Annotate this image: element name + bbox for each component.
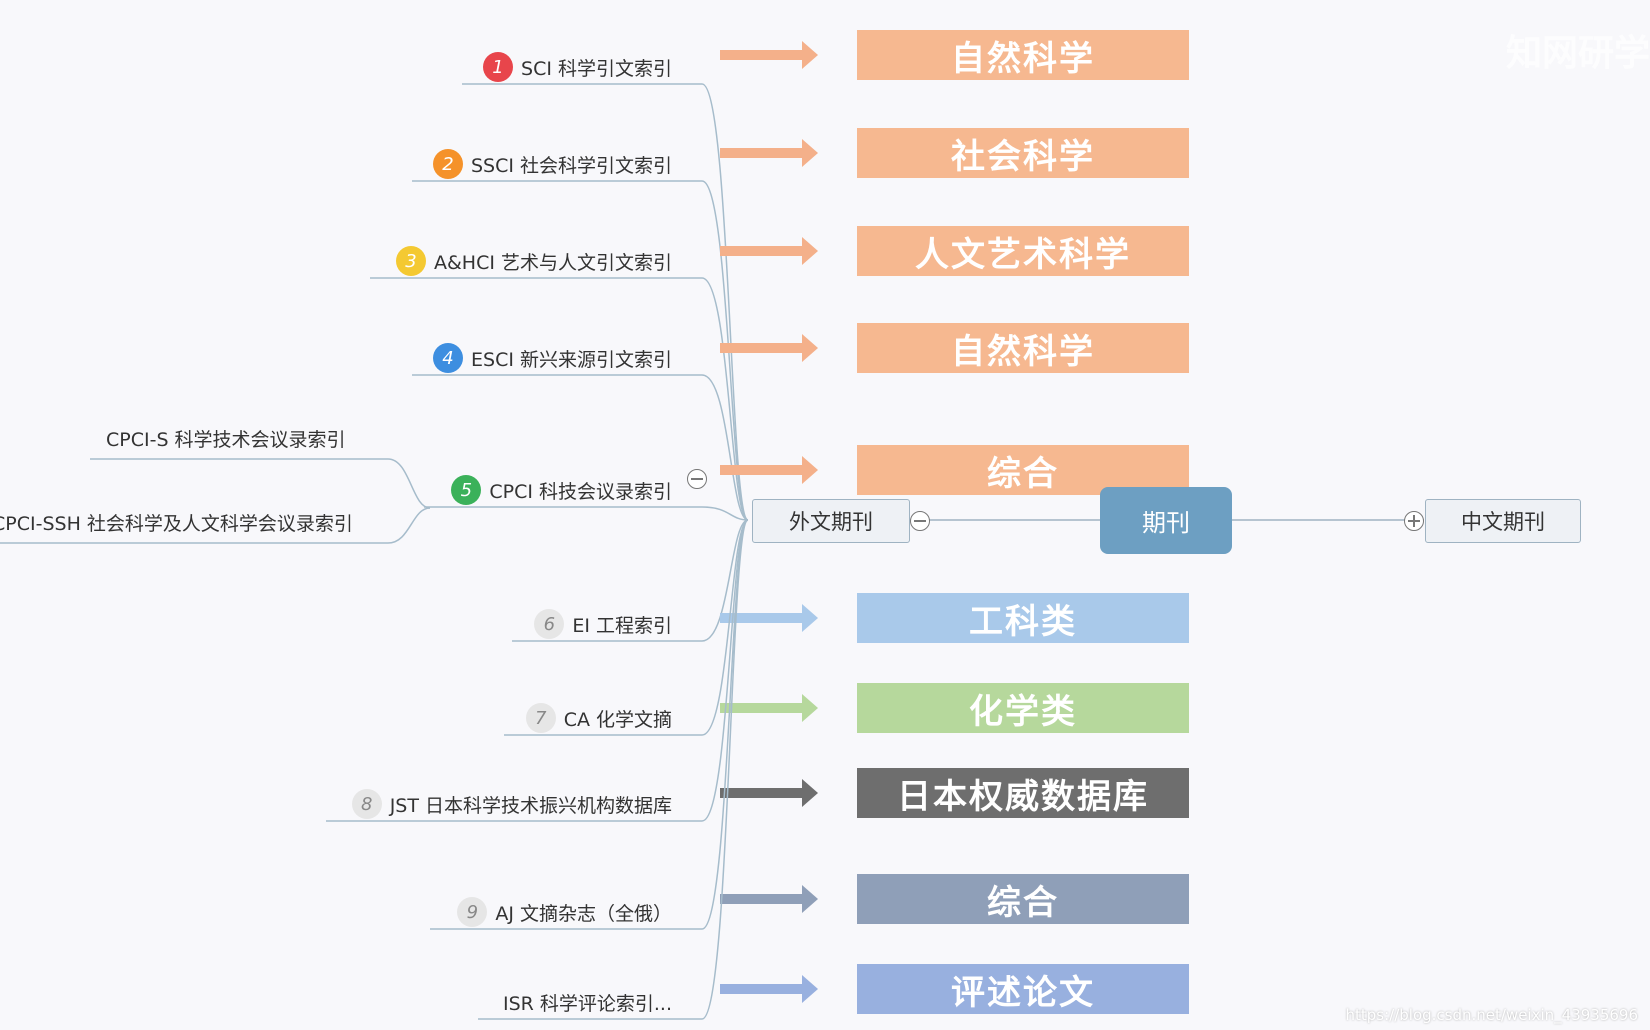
number-badge: 7	[525, 703, 556, 733]
number-badge: 6	[534, 609, 565, 639]
collapse-cpci-icon[interactable]	[687, 469, 707, 489]
branch-item-7[interactable]: 7 CA 化学文摘	[525, 702, 672, 734]
category-arrow	[720, 334, 818, 362]
branch-connector	[701, 519, 749, 822]
branch-label: JST 日本科学技术振兴机构数据库	[389, 794, 672, 817]
category-box: 综合	[857, 445, 1189, 495]
foreign-journals-node[interactable]: 外文期刊	[752, 499, 910, 543]
branch-label: CPCI 科技会议录索引	[489, 480, 672, 503]
category-box: 评述论文	[857, 964, 1189, 1014]
branch-label: EI 工程索引	[572, 614, 672, 637]
source-credit: https://blog.csdn.net/weixin_43935696	[1345, 1006, 1638, 1024]
branch-connector	[701, 506, 749, 521]
branch-label: AJ 文摘杂志（全俄）	[495, 902, 672, 925]
category-box: 综合	[857, 874, 1189, 924]
branch-item-10[interactable]: ISR 科学评论索引...	[503, 986, 672, 1018]
branch-item-1[interactable]: 1 SCI 科学引文索引	[483, 51, 672, 83]
number-badge: 9	[457, 897, 488, 927]
branch-connector	[701, 83, 749, 521]
branch-label: SCI 科学引文索引	[521, 57, 672, 80]
branch-connector	[701, 277, 749, 521]
category-arrow	[720, 139, 818, 167]
category-arrow	[720, 41, 818, 69]
branch-connector	[701, 519, 749, 642]
cpci-ssh-node[interactable]: CPCI-SSH 社会科学及人文科学会议录索引	[0, 513, 353, 535]
category-arrow	[720, 604, 818, 632]
category-arrow	[720, 237, 818, 265]
branch-connector	[701, 519, 749, 1020]
chinese-journals-node[interactable]: 中文期刊	[1425, 499, 1581, 543]
branch-item-3[interactable]: 3 A&HCI 艺术与人文引文索引	[395, 245, 672, 277]
branch-connector	[701, 519, 749, 930]
expand-chinese-icon[interactable]	[1404, 511, 1424, 531]
category-arrow	[720, 975, 818, 1003]
root-node-journals[interactable]: 期刊	[1100, 487, 1232, 554]
category-box: 人文艺术科学	[857, 226, 1189, 276]
category-arrow	[720, 885, 818, 913]
number-badge: 3	[395, 246, 426, 276]
branch-label: SSCI 社会科学引文索引	[470, 154, 672, 177]
cpci-ssh-connector	[0, 507, 431, 544]
cpci-s-node[interactable]: CPCI-S 科学技术会议录索引	[106, 429, 346, 451]
branch-item-2[interactable]: 2 SSCI 社会科学引文索引	[432, 148, 672, 180]
category-arrow	[720, 456, 818, 484]
category-box: 日本权威数据库	[857, 768, 1189, 818]
category-box: 自然科学	[857, 323, 1189, 373]
watermark-logo: 知网研学	[1505, 33, 1650, 74]
number-badge: 1	[483, 52, 514, 82]
number-badge: 4	[433, 343, 464, 373]
number-badge: 2	[432, 149, 463, 179]
category-box: 工科类	[857, 593, 1189, 643]
branch-label: ESCI 新兴来源引文索引	[471, 348, 672, 371]
number-badge: 5	[451, 475, 482, 505]
category-arrow	[720, 694, 818, 722]
branch-connector	[701, 519, 749, 736]
category-arrow	[720, 779, 818, 807]
branch-item-9[interactable]: 9 AJ 文摘杂志（全俄）	[457, 896, 672, 928]
branch-item-5[interactable]: 5 CPCI 科技会议录索引	[451, 474, 672, 506]
cpci-s-connector	[90, 458, 431, 509]
branch-connector	[701, 374, 749, 521]
branch-item-8[interactable]: 8 JST 日本科学技术振兴机构数据库	[351, 788, 672, 820]
branch-label: ISR 科学评论索引...	[502, 992, 672, 1015]
category-box: 化学类	[857, 683, 1189, 733]
collapse-foreign-icon[interactable]	[910, 511, 930, 531]
number-badge: 8	[351, 789, 382, 819]
branch-label: CA 化学文摘	[563, 708, 672, 731]
branch-item-6[interactable]: 6 EI 工程索引	[534, 608, 672, 640]
category-box: 自然科学	[857, 30, 1189, 80]
branch-item-4[interactable]: 4 ESCI 新兴来源引文索引	[433, 342, 672, 374]
branch-label: A&HCI 艺术与人文引文索引	[433, 251, 672, 274]
category-box: 社会科学	[857, 128, 1189, 178]
